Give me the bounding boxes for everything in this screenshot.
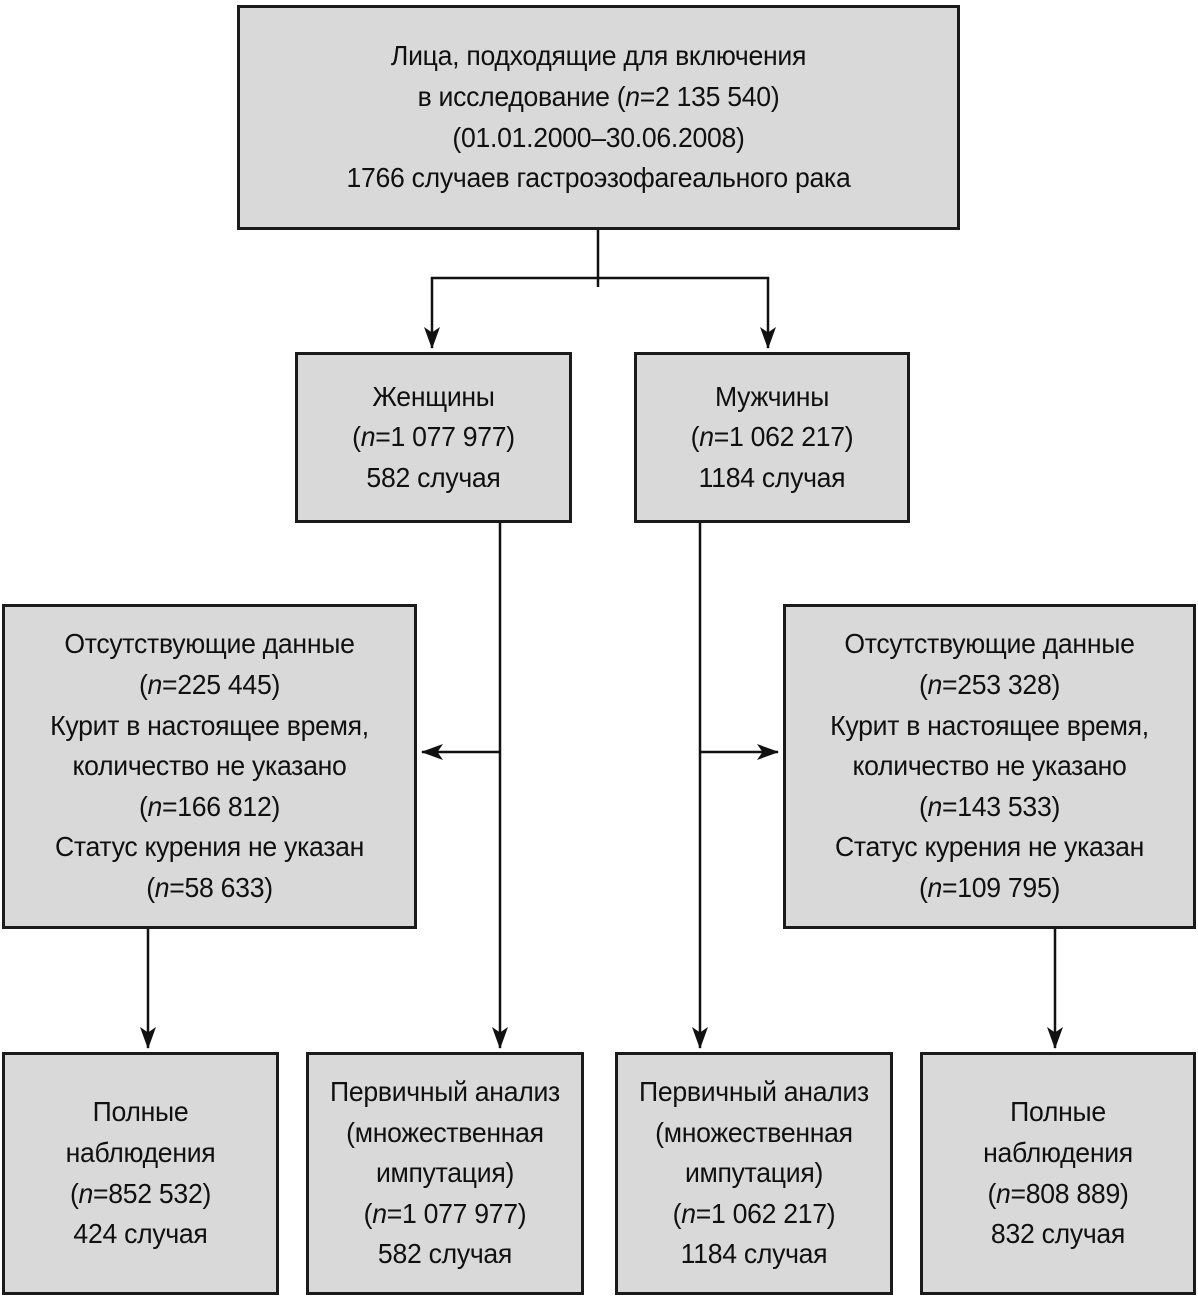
box-line: Мужчины xyxy=(714,380,830,412)
box-line: (n=852 532) xyxy=(69,1177,212,1209)
box-women-primary-text: Первичный анализ (множественная импутация)… xyxy=(316,1072,574,1275)
box-line: 1184 случая xyxy=(680,1238,828,1270)
box-men-missing-data: Отсутствующие данные (n=253 328) Курит в н… xyxy=(783,604,1196,929)
box-line: (множественная xyxy=(655,1116,853,1148)
box-line: 1184 случая xyxy=(698,461,846,493)
box-line: 582 случая xyxy=(377,1238,513,1270)
box-women-complete-text: Полные наблюдения (n=852 532) 424 случая xyxy=(12,1092,269,1254)
box-line: Полные xyxy=(1010,1096,1106,1128)
box-line: Отсутствующие данные xyxy=(64,628,355,660)
box-line: (n=109 795) xyxy=(918,871,1061,903)
box-line: Курит в настоящее время, xyxy=(830,709,1149,741)
box-line: (n=1 062 217) xyxy=(672,1197,836,1229)
box-line: Статус курения не указан xyxy=(54,831,365,863)
box-women-missing-data: Отсутствующие данные (n=225 445) Курит в н… xyxy=(2,604,417,929)
box-line: Первичный анализ xyxy=(330,1076,560,1108)
box-line: количество не указано xyxy=(852,750,1127,782)
box-line: (n=58 633) xyxy=(146,871,273,903)
box-women-missing-text: Отсутствующие данные (n=225 445) Курит в н… xyxy=(15,624,404,908)
box-men: Мужчины (n=1 062 217) 1184 случая xyxy=(634,352,910,523)
box-line: (n=1 062 217) xyxy=(690,421,854,453)
box-line: (n=1 077 977) xyxy=(363,1197,527,1229)
box-line: Первичный анализ xyxy=(639,1076,869,1108)
box-line: 424 случая xyxy=(73,1218,208,1250)
box-line: Лица, подходящие для включения xyxy=(390,40,807,72)
box-line: количество не указано xyxy=(72,750,347,782)
box-line: (01.01.2000–30.06.2008) xyxy=(452,121,745,153)
box-women: Женщины (n=1 077 977) 582 случая xyxy=(295,352,572,523)
box-line: Статус курения не указан xyxy=(834,831,1145,863)
box-men-text: Мужчины (n=1 062 217) 1184 случая xyxy=(644,377,901,499)
box-men-primary-analysis: Первичный анализ (множественная импутация)… xyxy=(615,1052,893,1295)
box-line: (n=225 445) xyxy=(138,669,281,701)
box-line: (множественная xyxy=(346,1116,544,1148)
box-eligible-population: Лица, подходящие для включения в исследов… xyxy=(237,5,960,230)
box-women-text: Женщины (n=1 077 977) 582 случая xyxy=(305,377,562,499)
box-line: (n=808 889) xyxy=(987,1177,1129,1209)
box-line: Женщины xyxy=(372,380,495,412)
box-women-primary-analysis: Первичный анализ (множественная импутация)… xyxy=(306,1052,584,1295)
box-line: 582 случая xyxy=(366,461,501,493)
box-line: Курит в настоящее время, xyxy=(50,709,369,741)
box-line: наблюдения xyxy=(65,1136,216,1168)
box-line: Полные xyxy=(92,1096,189,1128)
box-men-missing-text: Отсутствующие данные (n=253 328) Курит в н… xyxy=(796,624,1183,908)
box-men-primary-text: Первичный анализ (множественная импутация)… xyxy=(625,1072,883,1275)
box-women-complete-observations: Полные наблюдения (n=852 532) 424 случая xyxy=(2,1052,279,1295)
box-line: (n=253 328) xyxy=(918,669,1061,701)
box-line: импутация) xyxy=(684,1157,824,1189)
box-line: Отсутствующие данные xyxy=(844,628,1135,660)
box-line: 1766 случаев гастроэзофагеального рака xyxy=(346,162,851,194)
box-line: 832 случая xyxy=(990,1218,1126,1250)
box-line: (n=166 812) xyxy=(138,790,281,822)
box-men-complete-observations: Полные наблюдения (n=808 889) 832 случая xyxy=(920,1052,1196,1295)
box-men-complete-text: Полные наблюдения (n=808 889) 832 случая xyxy=(930,1092,1187,1254)
box-eligible-text: Лица, подходящие для включения в исследов… xyxy=(258,36,939,198)
box-line: (n=143 533) xyxy=(918,790,1061,822)
box-line: (n=1 077 977) xyxy=(352,421,515,453)
box-line: наблюдения xyxy=(983,1136,1133,1168)
box-line: в исследование (n=2 135 540) xyxy=(417,80,780,112)
box-line: импутация) xyxy=(375,1157,515,1189)
